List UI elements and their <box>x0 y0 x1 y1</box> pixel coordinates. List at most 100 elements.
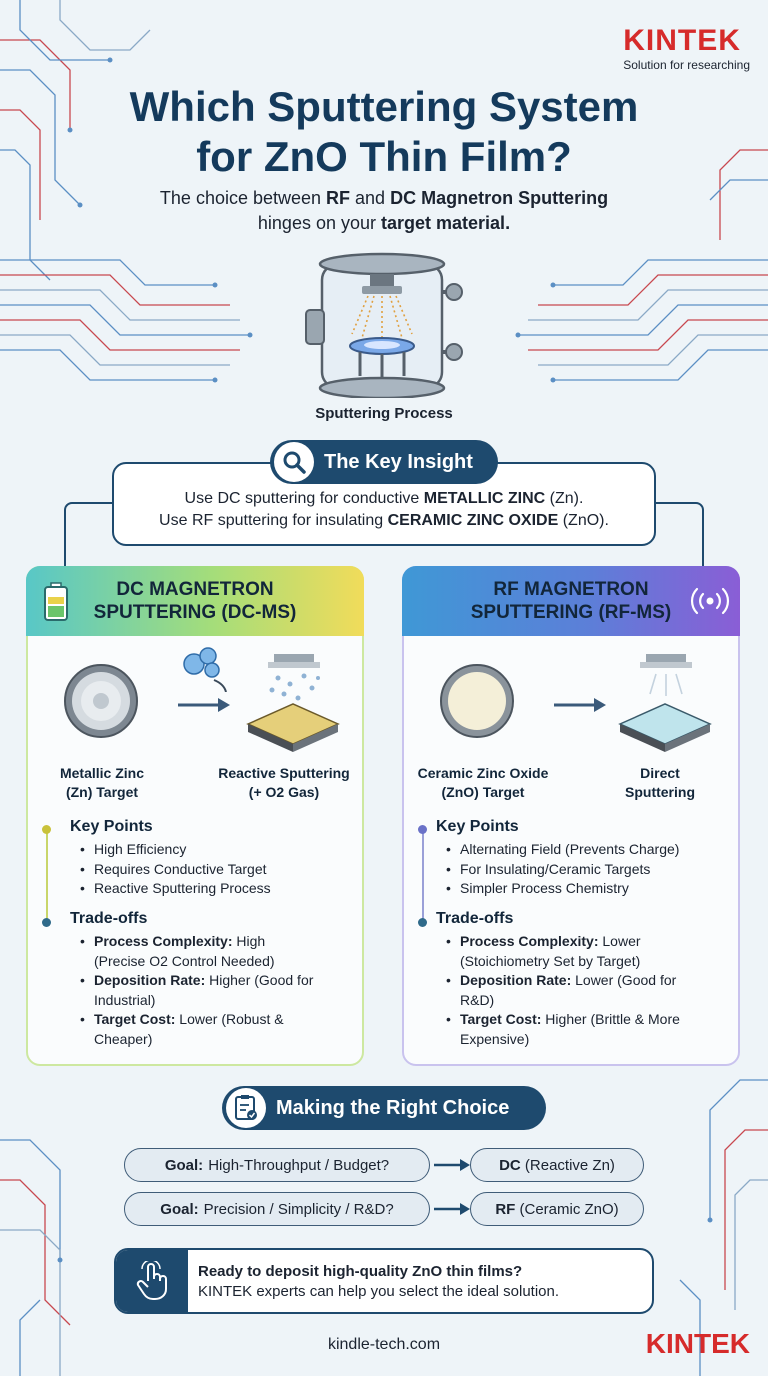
subtitle-text: The choice between <box>159 188 327 208</box>
dc-timeline-dot <box>42 825 51 834</box>
rf-target-l1: Ceramic Zinc Oxide <box>417 765 549 781</box>
dc-process-l1: Reactive Sputtering <box>218 765 350 781</box>
dc-key-points-list: High Efficiency Requires Conductive Targ… <box>80 840 271 899</box>
insight-text: (Zn). <box>545 490 584 507</box>
subtitle-period: . <box>505 213 511 233</box>
insight-bold: METALLIC ZINC <box>423 490 546 507</box>
cta-line-1: Ready to deposit high-quality ZnO thin f… <box>198 1263 523 1280</box>
goal-label: Goal: <box>160 1200 199 1218</box>
sputtering-chamber-icon <box>305 252 463 398</box>
arrow-right-icon <box>178 698 230 712</box>
ceramic-zno-target-icon <box>440 664 514 738</box>
tradeoff-value: Industrial) <box>94 991 156 1008</box>
tradeoff-label: Target Cost: <box>460 1011 542 1027</box>
rf-title-2: SPUTTERING (RF-MS) <box>470 602 672 623</box>
list-item: Reactive Sputtering Process <box>80 879 271 899</box>
result-bold: DC <box>499 1156 521 1174</box>
dc-timeline-line <box>46 830 48 922</box>
tradeoff-value: Lower (Good for <box>571 972 677 988</box>
footer-url[interactable]: kindle-tech.com <box>327 1336 441 1353</box>
rf-tradeoffs-list: Process Complexity: Lower (Stoichiometry … <box>446 932 736 1049</box>
dc-title-2: SPUTTERING (DC-MS) <box>93 602 297 623</box>
choice-title: Making the Right Choice <box>276 1096 510 1119</box>
tradeoff-value: Cheaper) <box>94 1030 153 1047</box>
subtitle-target: target material <box>381 213 506 233</box>
goal-text: High-Throughput / Budget? <box>208 1156 390 1174</box>
list-item: Process Complexity: Lower (Stoichiometry … <box>446 932 736 971</box>
insight-pill: The Key Insight <box>270 440 498 484</box>
result-text: (Reactive Zn) <box>520 1156 615 1174</box>
tradeoff-value: Higher (Brittle & More <box>541 1011 680 1027</box>
tradeoff-label: Process Complexity: <box>460 933 599 949</box>
dc-timeline-dot <box>42 918 51 927</box>
choice-pill: Making the Right Choice <box>222 1086 546 1130</box>
brand-name: KINTEK <box>623 24 741 57</box>
rf-timeline-dot <box>418 918 427 927</box>
list-item: High Efficiency <box>80 840 271 860</box>
reactive-substrate-icon <box>246 654 340 752</box>
title-line-2: for ZnO Thin Film? <box>196 133 572 180</box>
battery-icon <box>44 582 68 621</box>
tradeoff-value: Lower (Robust & <box>175 1011 284 1027</box>
footer-brand: KINTEK <box>645 1328 750 1359</box>
tradeoff-label: Deposition Rate: <box>94 972 206 988</box>
tradeoff-label: Process Complexity: <box>94 933 233 949</box>
subtitle-dc: DC Magnetron Sputtering <box>390 188 609 208</box>
rf-target-l2: (ZnO) Target <box>441 784 525 800</box>
insight-bold: CERAMIC ZINC OXIDE <box>387 512 559 529</box>
subtitle: The choice between RF and DC Magnetron S… <box>0 186 768 236</box>
dc-process-l2: (+ O2 Gas) <box>248 784 320 800</box>
subtitle-rf: RF <box>326 188 351 208</box>
tradeoff-value: (Stoichiometry Set by Target) <box>460 952 641 969</box>
rf-key-points-heading: Key Points <box>436 818 519 835</box>
dc-target-l2: (Zn) Target <box>65 784 139 800</box>
dc-tradeoffs-list: Process Complexity: High (Precise O2 Cont… <box>80 932 360 1049</box>
rf-timeline-dot <box>418 825 427 834</box>
oxygen-molecule-icon <box>183 647 227 692</box>
rf-timeline-line <box>422 830 424 922</box>
dc-process-label: Reactive Sputtering (+ O2 Gas) <box>204 764 364 802</box>
rf-target-label: Ceramic Zinc Oxide (ZnO) Target <box>408 764 558 802</box>
list-item: Alternating Field (Prevents Charge) <box>446 840 679 860</box>
goal-label: Goal: <box>164 1156 204 1174</box>
chamber-label: Sputtering Process <box>315 405 453 422</box>
tradeoff-value: Lower <box>598 933 641 949</box>
dc-target-label: Metallic Zinc (Zn) Target <box>42 764 162 802</box>
list-item: Simpler Process Chemistry <box>446 879 679 899</box>
insight-text: Use DC sputtering for conductive <box>184 490 424 507</box>
insight-text: (ZnO). <box>558 512 609 529</box>
rf-title-1: RF MAGNETRON <box>493 579 649 600</box>
brand-tagline: Solution for researching <box>623 58 750 72</box>
subtitle-text: and <box>350 188 391 208</box>
tradeoff-value: High <box>232 933 266 949</box>
goal-text: Precision / Simplicity / R&D? <box>203 1200 394 1218</box>
result-1: DC (Reactive Zn) <box>470 1148 644 1182</box>
rf-process-l1: Direct <box>640 765 680 781</box>
result-text: (Ceramic ZnO) <box>515 1200 619 1218</box>
dc-tradeoffs-heading: Trade-offs <box>70 910 148 927</box>
list-item: Requires Conductive Target <box>80 860 271 880</box>
tradeoff-label: Target Cost: <box>94 1011 176 1027</box>
cta-box[interactable]: Ready to deposit high-quality ZnO thin f… <box>114 1248 654 1314</box>
subtitle-text: hinges on your <box>257 213 381 233</box>
arrow-right-icon <box>554 698 606 712</box>
result-2: RF (Ceramic ZnO) <box>470 1192 644 1226</box>
dc-title-1: DC MAGNETRON <box>116 579 274 600</box>
dc-key-points-heading: Key Points <box>70 818 153 835</box>
list-item: For Insulating/Ceramic Targets <box>446 860 679 880</box>
brand-logo: KINTEK Solution for researching <box>623 24 750 73</box>
insight-text: Use RF sputtering for insulating <box>159 512 388 529</box>
magnifier-icon <box>274 442 314 482</box>
dc-target-l1: Metallic Zinc <box>59 765 145 781</box>
result-bold: RF <box>495 1200 516 1218</box>
tradeoff-value: R&D) <box>460 991 495 1008</box>
connector-left <box>64 502 114 566</box>
hand-pointer-icon <box>116 1250 188 1312</box>
metallic-zinc-target-icon <box>64 664 138 738</box>
tradeoff-value: Higher (Good for <box>205 972 314 988</box>
tradeoff-value: (Precise O2 Control Needed) <box>94 952 275 969</box>
tradeoff-value: Expensive) <box>460 1030 530 1047</box>
